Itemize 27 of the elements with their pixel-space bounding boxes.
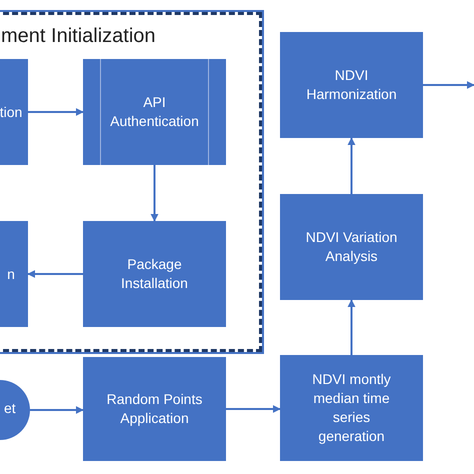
node-label: n xyxy=(7,264,15,284)
arrow xyxy=(348,299,356,355)
node-label: API Authentication xyxy=(109,93,200,131)
node-label: Package Installation xyxy=(120,255,189,293)
arrow xyxy=(27,270,83,278)
node-label: et xyxy=(4,400,16,416)
process-box xyxy=(280,32,423,138)
group-container xyxy=(0,12,262,352)
arrow xyxy=(348,137,356,194)
node-label: NDVI Harmonization xyxy=(305,66,398,104)
process-box xyxy=(280,355,423,461)
node-label: NDVI montly median time series generation xyxy=(311,370,392,446)
arrow xyxy=(28,108,84,116)
process-box xyxy=(280,194,423,300)
arrow xyxy=(150,165,158,222)
subprocess-box xyxy=(83,59,226,165)
node-label: Random Points Application xyxy=(106,390,204,428)
process-box xyxy=(83,357,226,461)
node-label: NDVI Variation Analysis xyxy=(304,228,398,266)
arrow xyxy=(423,81,474,89)
arrow xyxy=(226,405,281,413)
group-title: ment Initialization xyxy=(1,25,156,48)
node-label: tion xyxy=(0,102,22,122)
process-box xyxy=(83,221,226,327)
arrow xyxy=(30,406,84,414)
process-box xyxy=(0,59,28,165)
process-box xyxy=(0,221,28,327)
